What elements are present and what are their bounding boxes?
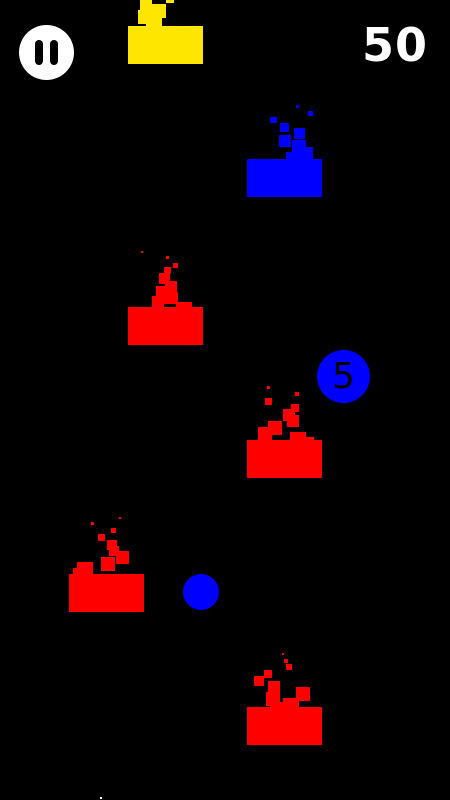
score-display: 50 <box>361 18 428 72</box>
red-block-3 <box>69 574 144 612</box>
stray-particle <box>100 797 102 799</box>
player-ball[interactable] <box>183 574 219 610</box>
bonus-circle[interactable]: 5 <box>317 350 370 403</box>
bonus-label: 5 <box>332 356 355 397</box>
blue-block <box>247 159 322 197</box>
red-block-1 <box>128 307 203 345</box>
pause-button[interactable] <box>19 25 74 80</box>
red-block-2 <box>247 440 322 478</box>
yellow-block <box>128 26 203 64</box>
red-block-4 <box>247 707 322 745</box>
